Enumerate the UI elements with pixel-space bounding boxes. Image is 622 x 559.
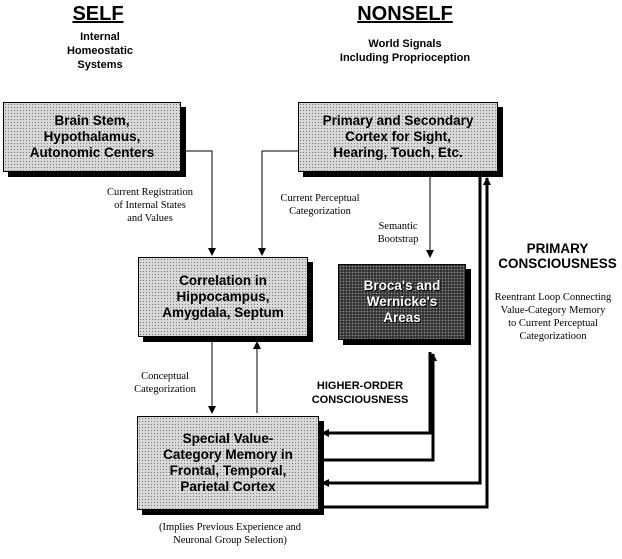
self-subtitle: Internal Homeostatic Systems <box>66 31 134 71</box>
brainstem-box: Brain Stem, Hypothalamus, Autonomic Cent… <box>3 102 181 172</box>
arrow-broca-to-memory <box>321 352 432 437</box>
conceptual-categorization-label: Conceptual Categorization <box>134 371 196 395</box>
broca-wernicke-label: Broca's and Wernicke's Areas <box>363 278 441 325</box>
implies-note-label: (Implies Previous Experience and Neurona… <box>159 522 301 546</box>
self-header: SELF <box>72 3 124 25</box>
current-perceptual-label: Current Perceptual Categorization <box>280 193 360 217</box>
reentrant-loop-label: Reentrant Loop Connecting Value-Category… <box>494 292 612 342</box>
cortex-box: Primary and Secondary Cortex for Sight, … <box>298 102 498 172</box>
arrow-memory-to-broca <box>322 353 437 462</box>
arrow-memory-to-cortex-loop <box>322 177 491 509</box>
semantic-bootstrap-label: Semantic Bootstrap <box>377 221 419 245</box>
value-category-memory-box: Special Value- Category Memory in Fronta… <box>137 416 319 510</box>
nonself-header: NONSELF <box>357 3 453 25</box>
nonself-subtitle: World Signals Including Proprioception <box>339 38 471 64</box>
correlation-box: Correlation in Hippocampus, Amygdala, Se… <box>138 257 308 337</box>
broca-wernicke-box: Broca's and Wernicke's Areas <box>338 264 466 340</box>
arrow-brainstem-to-correlation <box>182 150 216 256</box>
brainstem-label: Brain Stem, Hypothalamus, Autonomic Cent… <box>29 113 155 160</box>
higher-order-consciousness-label: HIGHER-ORDER CONSCIOUSNESS <box>311 380 409 406</box>
arrow-cortex-to-memory-loop <box>321 176 482 487</box>
arrow-cortex-to-correlation <box>258 150 298 256</box>
correlation-label: Correlation in Hippocampus, Amygdala, Se… <box>162 273 284 320</box>
cortex-label: Primary and Secondary Cortex for Sight, … <box>322 113 474 160</box>
current-registration-label: Current Registration of Internal States … <box>106 187 194 224</box>
primary-consciousness-label: PRIMARY CONSCIOUSNESS <box>498 241 617 271</box>
value-category-memory-label: Special Value- Category Memory in Fronta… <box>163 431 293 494</box>
